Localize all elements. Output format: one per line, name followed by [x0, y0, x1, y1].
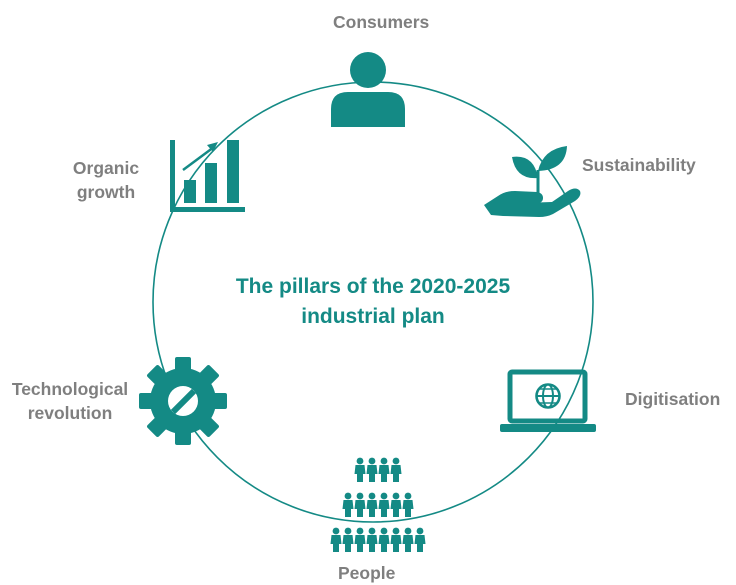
- gear-icon: [139, 357, 227, 445]
- laptop-globe-icon: [500, 369, 596, 432]
- hand-plant-icon: [484, 146, 581, 217]
- diagram-title: The pillars of the 2020-2025 industrial …: [168, 272, 578, 332]
- label-consumers: Consumers: [333, 12, 430, 32]
- label-organic-growth-line1: Organic: [72, 158, 140, 178]
- label-digitisation: Digitisation: [625, 389, 721, 409]
- diagram-title-line1: The pillars of the 2020-2025: [235, 275, 511, 298]
- person-icon: [331, 52, 405, 127]
- label-sustainability: Sustainability: [582, 155, 696, 175]
- label-technological-revolution-line1: Technological: [11, 379, 129, 399]
- label-organic-growth: Organic growth: [63, 156, 149, 204]
- diagram-title-line2: industrial plan: [301, 305, 445, 328]
- label-organic-growth-line2: growth: [76, 182, 136, 202]
- label-technological-revolution-line2: revolution: [27, 403, 113, 423]
- label-people: People: [338, 563, 396, 583]
- label-technological-revolution: Technological revolution: [9, 377, 131, 425]
- people-crowd-icon: [330, 457, 426, 552]
- bar-chart-growth-icon: [170, 140, 245, 212]
